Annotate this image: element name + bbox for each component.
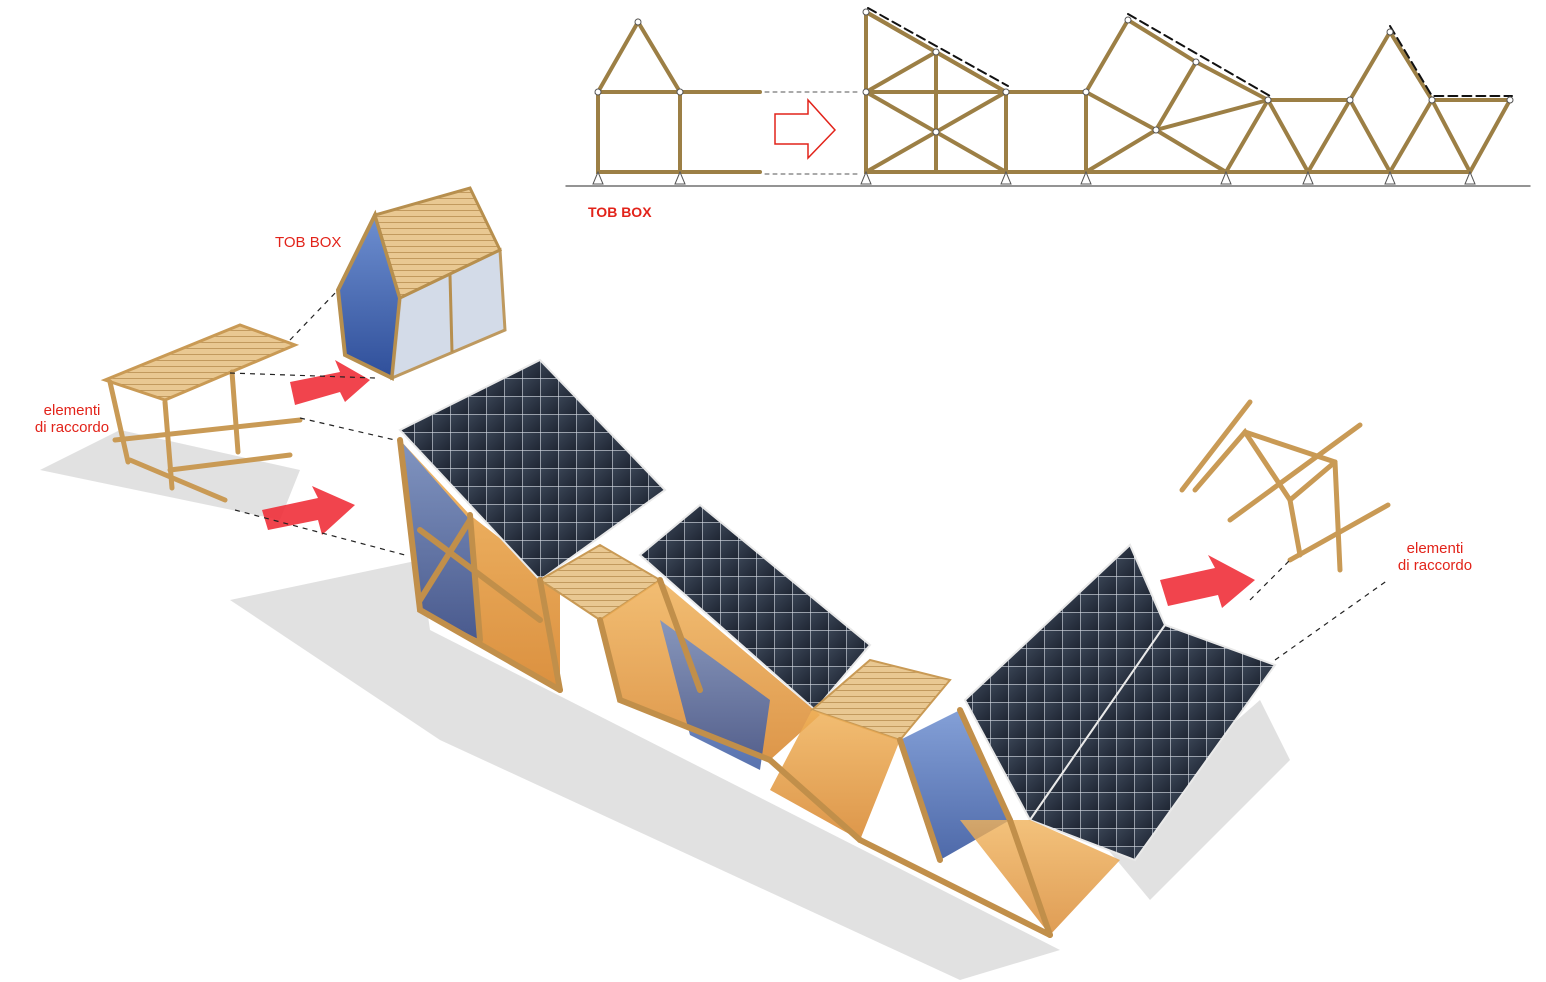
raccordo-right-line2: di raccordo bbox=[1397, 557, 1473, 574]
tob-box-diagram bbox=[594, 18, 762, 174]
guide-lines bbox=[229, 289, 1389, 661]
triangle-support-icon bbox=[592, 170, 1476, 185]
section-diagram bbox=[565, 7, 1531, 187]
right-arrow-outline-icon bbox=[774, 98, 837, 160]
raccordo-left-line1: elementi bbox=[43, 402, 101, 419]
connecting-elements-left bbox=[100, 323, 303, 503]
main-structure bbox=[397, 358, 1277, 938]
raccordo-left-label: elementi di raccordo bbox=[22, 402, 122, 436]
tob-box-render-label: TOB BOX bbox=[275, 234, 342, 251]
raccordo-right-line1: elementi bbox=[1406, 540, 1464, 557]
connecting-elements-right bbox=[1179, 399, 1391, 573]
roof-profile-dashed bbox=[867, 7, 1513, 97]
tob-box-diagram-label: TOB BOX bbox=[588, 204, 652, 220]
truss-nodes bbox=[594, 8, 1514, 136]
tob-box-render bbox=[335, 186, 507, 382]
transformed-truss bbox=[864, 10, 1512, 177]
raccordo-left-line2: di raccordo bbox=[34, 419, 110, 436]
raccordo-right-label: elementi di raccordo bbox=[1385, 540, 1485, 574]
